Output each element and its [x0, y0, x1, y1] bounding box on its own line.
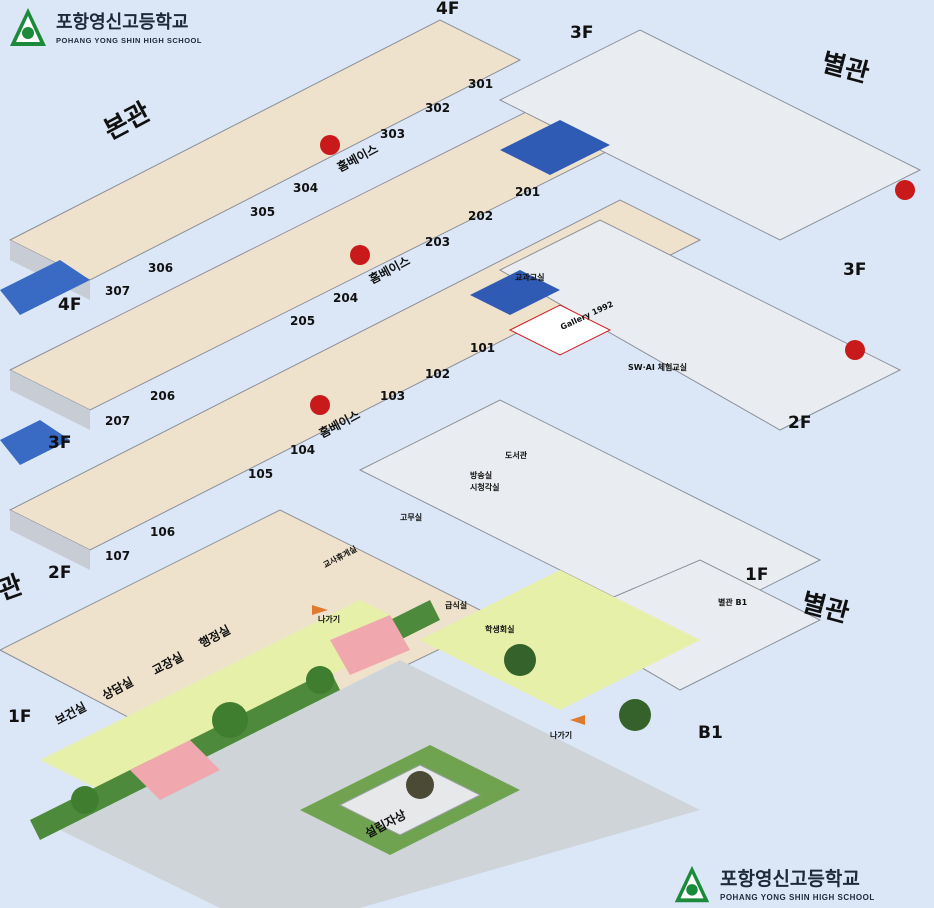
- room-doseo: 도서관: [505, 450, 528, 460]
- stairs-pink-2: [330, 615, 410, 675]
- exit-arrow-icon: [570, 715, 585, 725]
- room-307: 307: [105, 284, 130, 298]
- floor-label-1f-main: 1F: [8, 707, 31, 727]
- room-104: 104: [290, 443, 315, 457]
- school-logo-icon: [10, 8, 46, 46]
- sofa-icon: [320, 135, 340, 155]
- brand-name-top: 포항영신고등학교: [56, 11, 189, 33]
- statue-plinth: [338, 764, 482, 836]
- room-302: 302: [425, 101, 450, 115]
- floor-label-1f-annex: 1F: [745, 565, 768, 585]
- room-303: 303: [380, 127, 405, 141]
- exit-arrow-icon: [312, 605, 328, 615]
- room-sichung: 시청각실: [470, 482, 499, 492]
- room-102: 102: [425, 367, 450, 381]
- annex-2f-slab: [498, 219, 902, 431]
- room-gyogwa: 교과교실: [515, 272, 544, 282]
- water-gap-4: [0, 420, 70, 465]
- tree-icon: [212, 702, 248, 738]
- room-bangsong: 방송실: [470, 470, 492, 480]
- main-2f-wall: [10, 510, 90, 570]
- tree-icon: [619, 699, 651, 731]
- floor-label-3f-main: 3F: [48, 433, 71, 453]
- brand-bottom: 포항영신고등학교 POHANG YONG SHIN HIGH SCHOOL: [672, 864, 875, 908]
- room-106: 106: [150, 525, 175, 539]
- room-107: 107: [105, 549, 130, 563]
- floor-label-3f-top: 3F: [570, 23, 593, 43]
- room-103: 103: [380, 389, 405, 403]
- statue-icon: [406, 771, 434, 799]
- room-305: 305: [250, 205, 275, 219]
- brand-top: 포항영신고등학교 POHANG YONG SHIN HIGH SCHOOL: [8, 6, 202, 52]
- floor-label-3f-annex: 3F: [843, 260, 866, 280]
- gallery-room: [508, 304, 612, 356]
- tree-icon: [71, 786, 99, 814]
- stairs-pink-1: [130, 740, 220, 800]
- sofa-icon: [895, 180, 915, 200]
- floor-label-2f-annex: 2F: [788, 413, 811, 433]
- water-gap-3: [0, 260, 90, 315]
- sofa-icon: [310, 395, 330, 415]
- main-3f-wall: [10, 370, 90, 430]
- tree-icon: [306, 666, 334, 694]
- room-206: 206: [150, 389, 175, 403]
- floor-label-4f-main: 4F: [58, 295, 81, 315]
- lawn-right: [420, 570, 700, 710]
- room-201: 201: [515, 185, 540, 199]
- annex-3f-slab: [498, 29, 922, 241]
- water-gap-1: [500, 120, 610, 175]
- lawn-left: [40, 600, 420, 790]
- room-202: 202: [468, 209, 493, 223]
- room-101: 101: [470, 341, 495, 355]
- floor-label-4f-top: 4F: [436, 0, 459, 19]
- room-205: 205: [290, 314, 315, 328]
- exit-sign-2: 나가기: [550, 730, 572, 740]
- hedge-3: [390, 600, 440, 640]
- sofa-icon: [350, 245, 370, 265]
- brand-subtitle-top: POHANG YONG SHIN HIGH SCHOOL: [56, 35, 202, 45]
- room-304: 304: [293, 181, 318, 195]
- sofa-icon: [845, 340, 865, 360]
- room-203: 203: [425, 235, 450, 249]
- room-306: 306: [148, 261, 173, 275]
- room-301: 301: [468, 77, 493, 91]
- tree-icon: [504, 644, 536, 676]
- floor-label-2f-main: 2F: [48, 563, 71, 583]
- room-swai: SW·AI 체험교실: [628, 362, 687, 372]
- room-geupsik: 급식실: [445, 600, 467, 610]
- floor-label-b1: B1: [698, 723, 723, 743]
- room-204: 204: [333, 291, 358, 305]
- school-logo-icon: [674, 865, 710, 903]
- room-105: 105: [248, 467, 273, 481]
- room-annex-b1: 별관 B1: [718, 597, 748, 607]
- brand-subtitle-bottom: POHANG YONG SHIN HIGH SCHOOL: [720, 893, 875, 902]
- room-hakye: 학생회실: [485, 624, 514, 634]
- water-gap-2: [470, 270, 560, 315]
- room-gomu: 고무실: [400, 512, 422, 522]
- brand-name-bottom: 포항영신고등학교: [720, 868, 860, 890]
- exit-sign-1: 나가기: [318, 614, 340, 624]
- room-207: 207: [105, 414, 130, 428]
